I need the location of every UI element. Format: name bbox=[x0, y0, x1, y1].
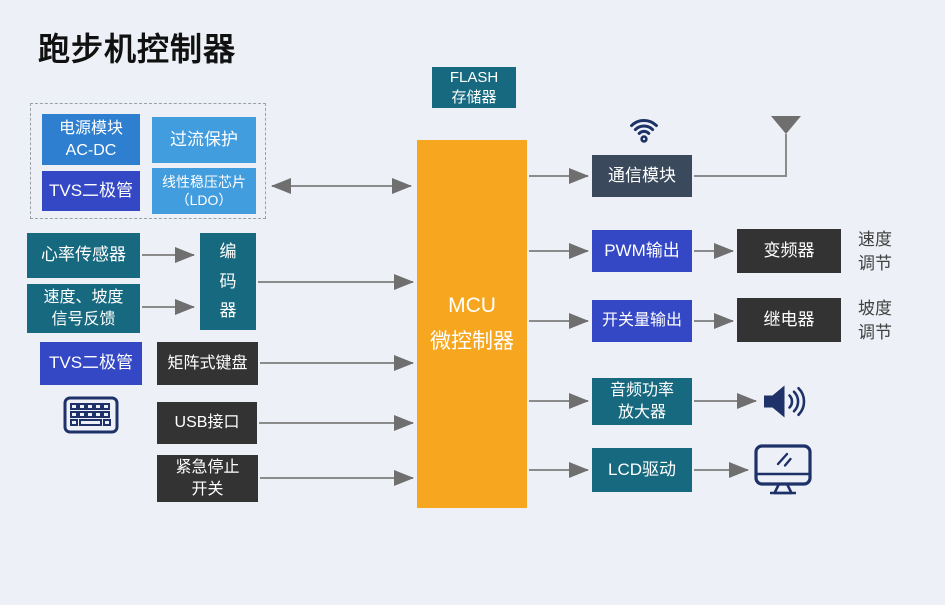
inverter-block: 变频器 bbox=[737, 229, 841, 273]
speaker-icon bbox=[762, 383, 812, 425]
tvs-diode-block-2: TVS二极管 bbox=[40, 342, 142, 385]
lcd-driver-block: LCD驱动 bbox=[592, 448, 692, 492]
emergency-stop-block: 紧急停止 开关 bbox=[157, 455, 258, 502]
usb-port-block: USB接口 bbox=[157, 402, 257, 444]
relay-block: 继电器 bbox=[737, 298, 841, 342]
comm-module-block: 通信模块 bbox=[592, 155, 692, 197]
pwm-output-block: PWM输出 bbox=[592, 230, 692, 272]
page-title: 跑步机控制器 bbox=[38, 31, 237, 67]
flash-memory-block: FLASH 存储器 bbox=[432, 67, 516, 108]
ldo-block: 线性稳压芯片 （LDO） bbox=[152, 168, 256, 214]
encoder-block: 编 码 器 bbox=[200, 233, 256, 330]
line-comm-to-antenna bbox=[694, 134, 787, 177]
keyboard-icon bbox=[63, 396, 119, 439]
audio-amp-block: 音频功率 放大器 bbox=[592, 378, 692, 425]
wifi-icon bbox=[627, 114, 661, 148]
overcurrent-protection-block: 过流保护 bbox=[152, 117, 256, 163]
mcu-block: MCU 微控制器 bbox=[417, 140, 527, 508]
speed-incline-feedback-block: 速度、坡度 信号反馈 bbox=[27, 284, 140, 333]
incline-adjust-note: 坡度 调节 bbox=[858, 299, 892, 343]
monitor-icon bbox=[753, 443, 813, 505]
matrix-keyboard-block: 矩阵式键盘 bbox=[157, 342, 258, 385]
power-module-block: 电源模块 AC-DC bbox=[42, 114, 140, 165]
switch-output-block: 开关量输出 bbox=[592, 300, 692, 342]
tvs-diode-block-1: TVS二极管 bbox=[42, 171, 140, 211]
heart-rate-sensor-block: 心率传感器 bbox=[27, 233, 140, 278]
speed-adjust-note: 速度 调节 bbox=[858, 230, 892, 274]
antenna-icon bbox=[771, 116, 801, 134]
power-section-group bbox=[30, 103, 266, 219]
